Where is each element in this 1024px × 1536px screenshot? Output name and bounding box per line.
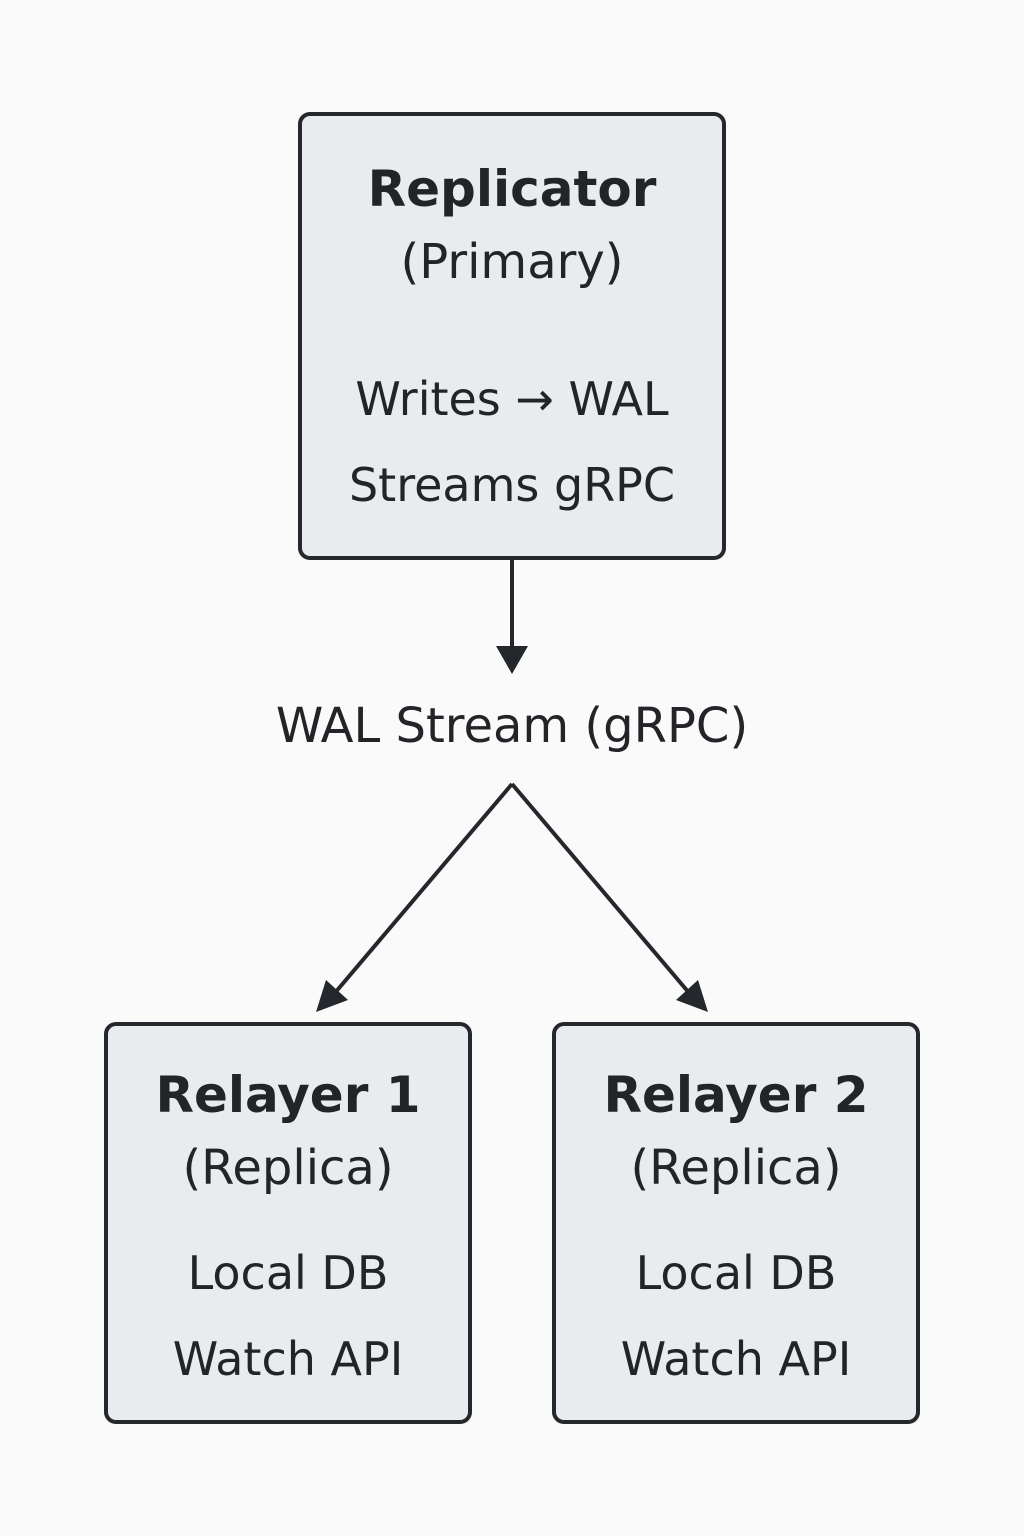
relayer-2-node: Relayer 2 (Replica) Local DB Watch API [552, 1022, 920, 1424]
primary-to-stream-arrowhead [496, 646, 528, 674]
node-title: Relayer 1 [155, 1066, 421, 1124]
node-role: (Replica) [182, 1140, 394, 1196]
node-detail-watch-api: Watch API [620, 1332, 852, 1386]
stream-to-relayer1-arrowhead [316, 980, 348, 1012]
node-detail-watch-api: Watch API [172, 1332, 404, 1386]
relayer-1-node: Relayer 1 (Replica) Local DB Watch API [104, 1022, 472, 1424]
wal-stream-label: WAL Stream (gRPC) [275, 698, 749, 754]
node-title: Relayer 2 [603, 1066, 869, 1124]
stream-to-relayer1-arrow [332, 782, 514, 996]
node-detail-local-db: Local DB [187, 1246, 389, 1300]
stream-to-relayer2-arrow [510, 782, 692, 996]
node-role: (Primary) [400, 234, 624, 290]
node-detail-streams: Streams gRPC [348, 458, 676, 512]
replicator-primary-node: Replicator (Primary) Writes → WAL Stream… [298, 112, 726, 560]
node-detail-writes: Writes → WAL [355, 372, 669, 426]
node-role: (Replica) [630, 1140, 842, 1196]
node-title: Replicator [367, 160, 657, 218]
stream-to-relayer2-arrowhead [676, 980, 708, 1012]
node-detail-local-db: Local DB [635, 1246, 837, 1300]
